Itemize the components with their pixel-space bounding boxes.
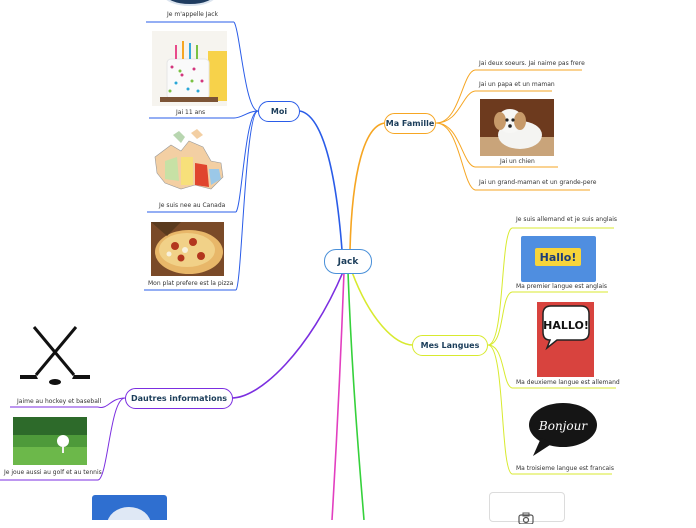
moi-item-4-label: Mon plat prefere est la pizza	[148, 280, 234, 287]
root-label: Jack	[337, 256, 359, 267]
hallo-blue-image: Hallo!	[521, 236, 596, 282]
camera-icon	[518, 509, 534, 528]
langues-item-2-label: Ma premier langue est anglais	[516, 283, 608, 290]
famille-item-1-label: Jai deux soeurs. Jai naime pas frere	[479, 60, 585, 67]
branch-node-moi[interactable]: Moi	[258, 101, 300, 122]
canada-map-image	[151, 127, 227, 201]
moi-item-3-label: Je suis nee au Canada	[159, 202, 226, 209]
langues-item-4-label: Ma troisieme langue est francais	[516, 465, 614, 472]
svg-text:HALLO!: HALLO!	[543, 319, 589, 332]
avatar-badge-image	[162, 0, 218, 7]
dog-image	[480, 99, 554, 156]
pizza-image	[151, 222, 224, 276]
moi-item-2-label: Jai 11 ans	[176, 109, 206, 116]
famille-item-4-label: Jai un grand-maman et un grande-pere	[479, 179, 597, 186]
branch-label-langues: Mes Langues	[420, 341, 480, 350]
branch-label-autres: Dautres informations	[130, 394, 228, 403]
bottom-badge-image	[92, 495, 167, 520]
autres-item-2-label: Je joue aussi au golf et au tennis	[4, 469, 102, 476]
svg-text:Hallo!: Hallo!	[540, 251, 577, 264]
root-node[interactable]: Jack	[324, 249, 372, 274]
birthday-cake-image	[152, 31, 227, 106]
bonjour-bubble-image: Bonjour	[523, 398, 601, 458]
branch-node-langues[interactable]: Mes Langues	[412, 335, 488, 356]
langues-item-3-label: Ma deuxieme langue est allemand	[516, 379, 620, 386]
famille-item-3-label: Jai un chien	[500, 158, 535, 165]
svg-text:Bonjour: Bonjour	[538, 419, 588, 433]
langues-item-1-label: Je suis allemand et je suis anglais	[516, 216, 618, 223]
moi-item-1-label: Je m'appelle Jack	[167, 11, 218, 18]
branch-label-famille: Ma Famille	[385, 119, 435, 128]
branch-node-famille[interactable]: Ma Famille	[384, 113, 436, 134]
hallo-red-image: HALLO!	[537, 302, 594, 377]
golf-ball-image	[13, 417, 87, 465]
image-placeholder-card[interactable]	[489, 492, 565, 525]
branch-node-autres[interactable]: Dautres informations	[125, 388, 233, 409]
famille-item-2-label: Jai un papa et un maman	[479, 81, 555, 88]
branch-label-moi: Moi	[270, 107, 288, 116]
autres-item-1-label: Jaime au hockey et baseball	[17, 398, 102, 405]
hockey-sticks-image	[16, 325, 94, 391]
